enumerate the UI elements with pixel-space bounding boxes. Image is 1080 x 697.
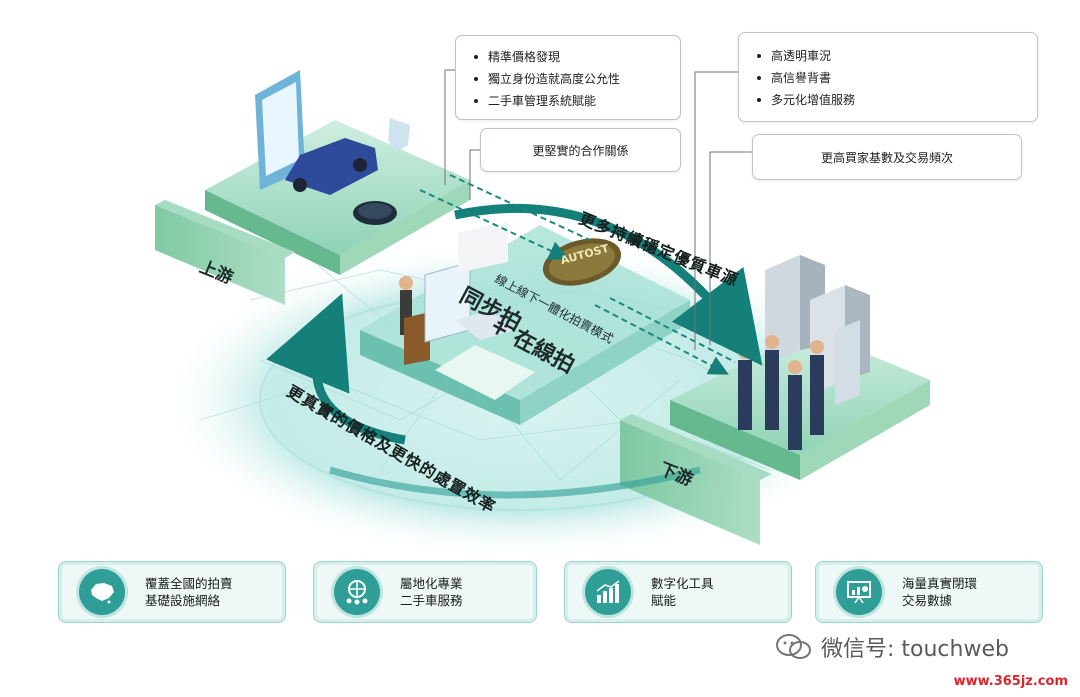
feature-card-digital: 數字化工具賦能 (564, 561, 792, 623)
downstream-wall (620, 414, 772, 545)
dashed-flows (419, 174, 736, 375)
downstream-platform (670, 255, 930, 480)
partnership-text: 更堅實的合作關係 (532, 143, 629, 158)
watermark-text: 微信号: touchweb (821, 637, 1009, 662)
wechat-icon (775, 633, 813, 661)
buyers-callout: 更高買家基數及交易頻次 (752, 134, 1022, 180)
partnership-callout: 更堅實的合作關係 (480, 128, 681, 172)
callout-connectors (444, 69, 752, 350)
feature-line1: 數字化工具 (651, 576, 714, 591)
feature-line2: 基礎設施網絡 (145, 593, 221, 608)
upstream-benefits-callout: 精準價格發現 獨立身份造就高度公允性 二手車管理系統賦能 (455, 35, 681, 120)
ecosystem-illustration (155, 69, 930, 560)
feature-card-data: 海量真實閉環交易數據 (815, 561, 1043, 623)
benefit-item: 高信譽背書 (753, 67, 1027, 89)
feature-line1: 覆蓋全國的拍賣 (145, 576, 233, 591)
feature-line2: 交易數據 (902, 593, 953, 608)
benefit-item: 二手車管理系統賦能 (470, 90, 670, 112)
presentation-icon (836, 569, 882, 615)
feature-card-service: 屬地化專業二手車服務 (313, 561, 537, 623)
feature-card-network: 覆蓋全國的拍賣基礎設施網絡 (58, 561, 286, 623)
site-url: www.365jz.com (953, 674, 1068, 689)
bar-chart-icon (585, 569, 631, 615)
benefit-item: 高透明車況 (753, 45, 1027, 67)
upstream-platform (205, 70, 470, 275)
buyers-text: 更高買家基數及交易頻次 (820, 150, 953, 165)
downstream-benefits-callout: 高透明車況 高信譽背書 多元化增值服務 (738, 32, 1038, 122)
feature-line1: 海量真實閉環 (902, 576, 978, 591)
arc-arrow-bottom (329, 466, 701, 499)
globe-people-icon (334, 569, 380, 615)
upstream-wall (155, 200, 295, 305)
benefit-item: 多元化增值服務 (753, 89, 1027, 111)
feature-line2: 二手車服務 (400, 593, 463, 608)
benefit-item: 獨立身份造就高度公允性 (470, 68, 670, 90)
watermark: 微信号: touchweb (775, 631, 1009, 663)
arc-arrow-left (266, 293, 406, 445)
central-platform (360, 222, 690, 425)
arc-arrow-top (454, 203, 763, 366)
feature-line1: 屬地化專業 (400, 576, 463, 591)
feature-line2: 賦能 (651, 593, 677, 608)
benefit-item: 精準價格發現 (470, 46, 670, 68)
china-map-icon (79, 569, 125, 615)
